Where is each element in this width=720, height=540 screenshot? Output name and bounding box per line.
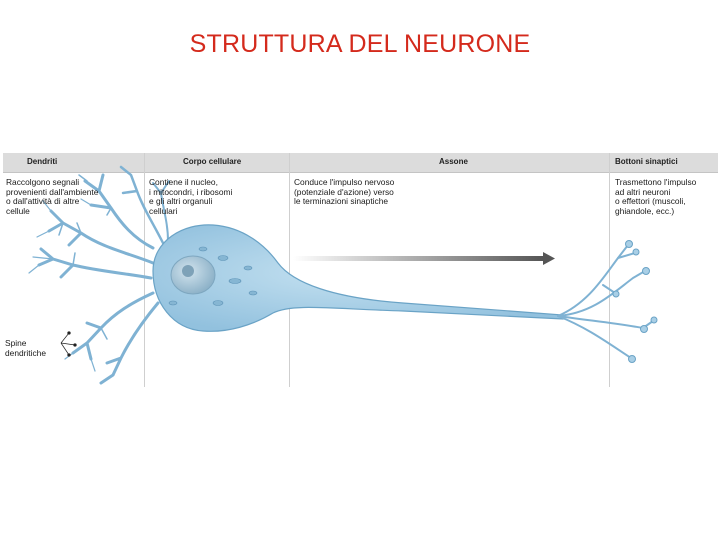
dendrites [28, 165, 170, 385]
synaptic-buttons [612, 240, 658, 363]
axon-terminals [557, 244, 654, 359]
neuron-illustration [28, 165, 658, 385]
desc-dendrites: Raccolgono segnali provenienti dall'ambi… [6, 177, 99, 216]
desc-synaptic-buttons: Trasmettono l'impulso ad altri neuroni o… [615, 177, 697, 216]
desc-axon: Conduce l'impulso nervoso (potenziale d'… [294, 177, 395, 207]
spine-leaders [60, 331, 77, 357]
organelles [168, 246, 258, 306]
divider-1 [144, 153, 145, 387]
spine-label: Spine dendritiche [5, 338, 46, 358]
heading-axon: Assone [439, 157, 468, 166]
impulse-arrow-shaft [293, 256, 543, 261]
heading-dendrites: Dendriti [27, 157, 58, 166]
header-band [3, 153, 718, 173]
slide-title: STRUTTURA DEL NEURONE [189, 30, 531, 58]
heading-synaptic-buttons: Bottoni sinaptici [615, 157, 678, 166]
divider-2 [289, 153, 290, 387]
nucleolus [182, 265, 194, 277]
desc-cell-body: Contiene il nucleo, i mitocondri, i ribo… [149, 177, 233, 216]
neuron-diagram: Dendriti Corpo cellulare Assone Bottoni … [3, 153, 718, 387]
impulse-arrow-head [543, 252, 555, 265]
heading-cell-body: Corpo cellulare [183, 157, 242, 166]
nucleus [170, 255, 216, 295]
